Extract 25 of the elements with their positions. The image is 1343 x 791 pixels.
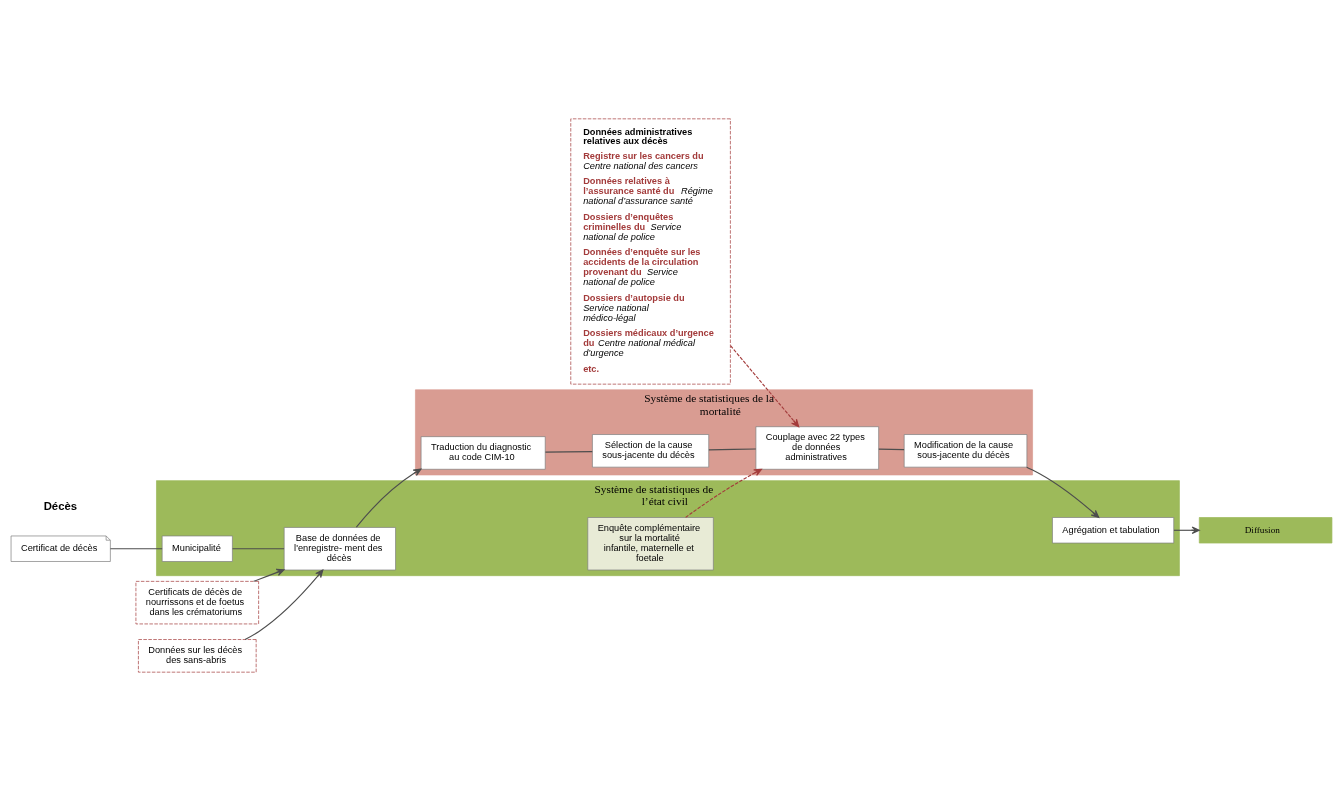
arrow [1026, 466, 1100, 519]
node-box: Couplage avec 22 types de données administratives [755, 426, 879, 470]
node-box: Agrégation et tabulation [1052, 517, 1175, 544]
connector [231, 548, 285, 550]
node-box: Diffusion [1198, 517, 1333, 544]
connector [109, 548, 163, 550]
node-box: Modification de la cause sous-jacente du décès [903, 434, 1028, 468]
node-box: Sélection de la cause sous-jacente du décès [592, 434, 710, 468]
arrow [253, 568, 285, 582]
arrow [729, 345, 800, 428]
node-box: Municipalité [161, 535, 233, 562]
arrow [685, 468, 762, 518]
connector [708, 448, 757, 451]
arrow [355, 468, 422, 528]
arrow [244, 569, 324, 641]
node-box: Données sur les décès des sans-abris [138, 639, 257, 673]
node-box: Certificats de décès de nourrissons et de foetus dans les crématoriums [135, 581, 259, 625]
connector [878, 448, 905, 451]
node-box: Traduction du diagnostic au code CIM-10 [420, 436, 546, 470]
node-box: Base de données de l'enregistre- ment des décès [283, 527, 396, 571]
node-box: Données administratives relatives aux décès Registre sur les cancers du Centre national des cancers Données relatives à l’assurance santé du Régime national d’assurance santé Dossiers d’enquêtes criminelles du Service national de police Données d’enquête sur les accidents de la circulation provenant du Service national de police Dossiers d’autopsie du Service national médico-légal Dossiers médicaux d’urgence du Centre national médical d’urgence etc. [570, 118, 731, 385]
label: Décès [43, 499, 78, 512]
node-box: Enquête complémentaire sur la mortalité infantile, maternelle et foetale [587, 517, 714, 571]
connector [544, 451, 593, 453]
arrow [1173, 526, 1200, 535]
